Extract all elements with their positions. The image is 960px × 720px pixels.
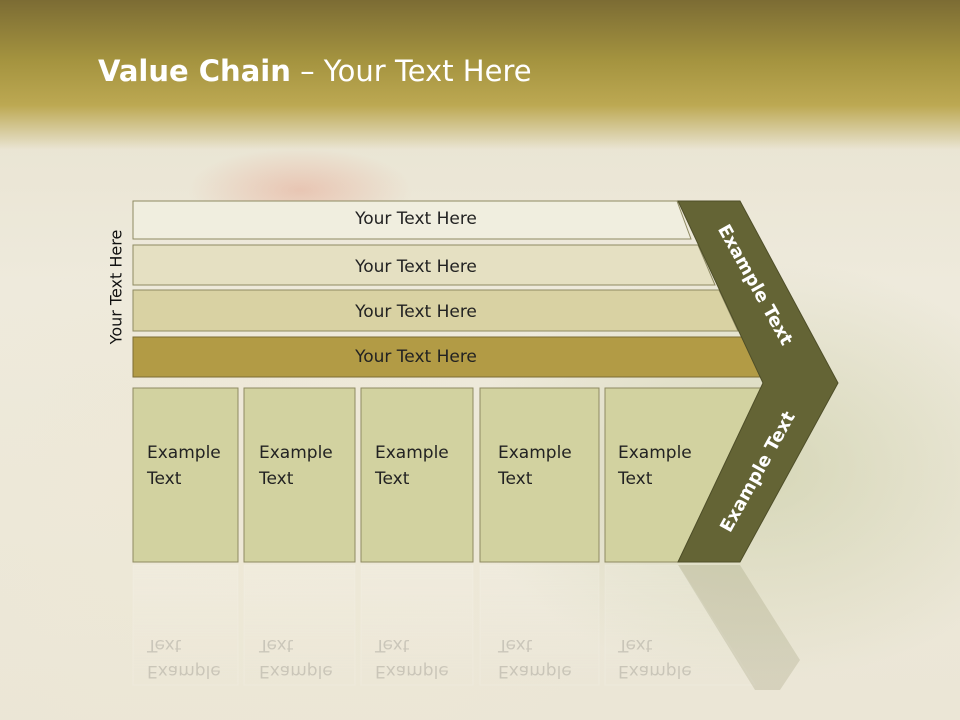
bar-label-3: Your Text Here [355,302,477,322]
bar-2 [132,244,716,286]
box-label-1-line2: Text [147,469,182,489]
box-reflection-label-5-line2: Text [618,635,653,655]
box-reflection-label-1: Example Text [147,632,221,684]
bar-3 [132,289,739,332]
box-reflection-1 [132,564,239,686]
page-title: Value Chain – Your Text Here [98,54,532,88]
box-label-5-line2: Text [618,469,653,489]
box-reflection-label-1-line2: Text [147,635,182,655]
box-reflection-2 [243,564,356,686]
box-label-4-line1: Example [498,443,572,463]
box-reflection-label-2-line2: Text [259,635,294,655]
box-label-3-line2: Text [375,469,410,489]
box-label-3-line1: Example [375,443,449,463]
box-label-4-line2: Text [498,469,533,489]
header-band [0,0,960,150]
box-reflection-label-4: Example Text [498,632,572,684]
box-reflection-label-2-line1: Example [259,661,333,681]
box-1 [132,387,239,563]
bar-label-1: Your Text Here [355,209,477,229]
box-reflection-label-4-line2: Text [498,635,533,655]
box-reflection-label-3-line2: Text [375,635,410,655]
title-bold: Value Chain [98,54,291,88]
chevron-arrow [677,200,839,563]
box-4 [479,387,600,563]
box-reflection-3 [360,564,474,686]
box-reflection-label-1-line1: Example [147,661,221,681]
box-reflection-label-5-line1: Example [618,661,692,681]
bar-1 [132,200,692,240]
box-2 [243,387,356,563]
box-label-2-line2: Text [259,469,294,489]
box-reflection-label-5: Example Text [618,632,692,684]
box-label-1-line1: Example [147,443,221,463]
box-label-5-line1: Example [618,443,692,463]
title-rest: – Your Text Here [290,54,532,88]
box-reflection-4 [479,564,600,686]
bar-label-4: Your Text Here [355,347,477,367]
box-reflection-label-4-line1: Example [498,661,572,681]
box-reflection-label-3: Example Text [375,632,449,684]
box-3 [360,387,474,563]
box-reflection-5 [604,564,756,686]
chevron-reflection [678,565,800,690]
box-reflection-label-3-line1: Example [375,661,449,681]
box-label-2-line1: Example [259,443,333,463]
reflection-group [132,564,800,690]
bar-label-2: Your Text Here [355,257,477,277]
box-reflection-label-2: Example Text [259,632,333,684]
